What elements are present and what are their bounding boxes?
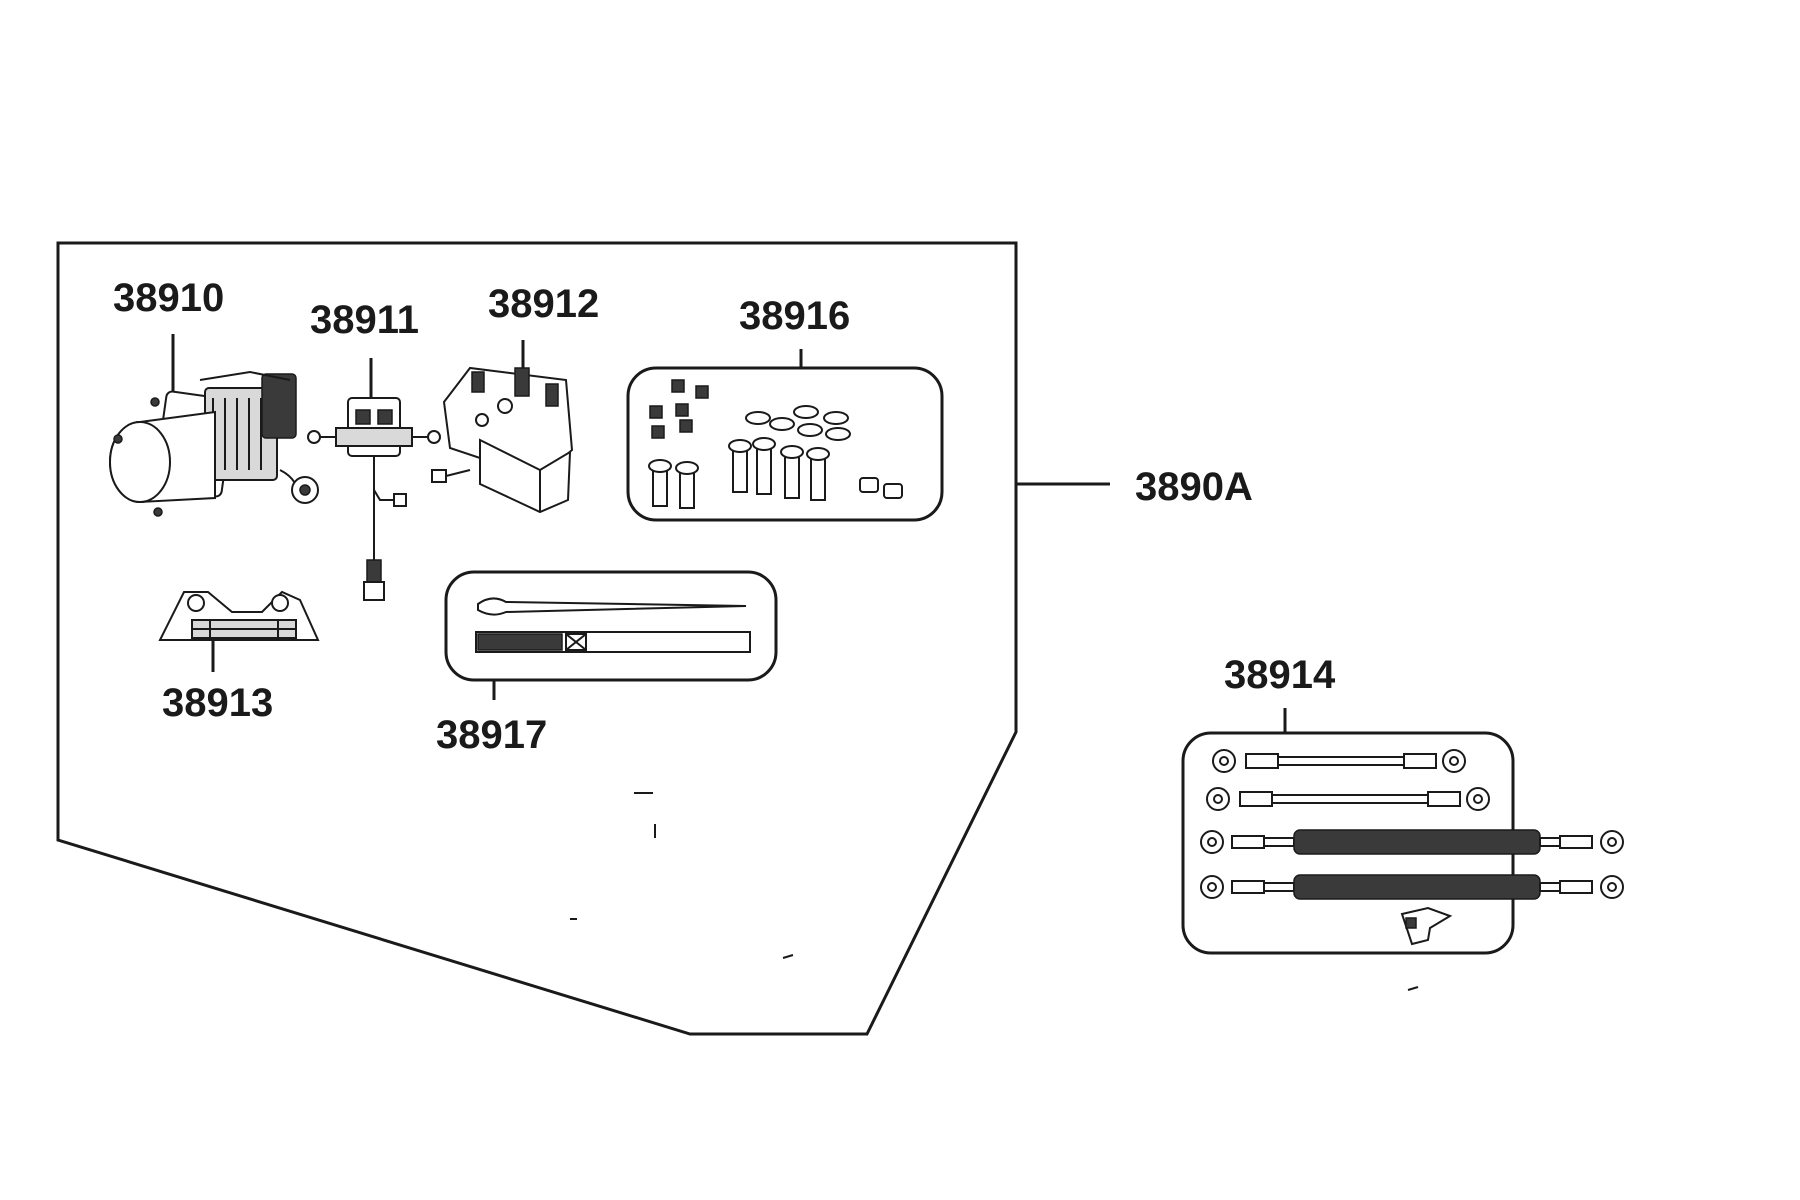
speck-mark: [782, 954, 794, 959]
battery-cable-icon[interactable]: [1200, 749, 1624, 946]
fairlead-icon[interactable]: [158, 590, 320, 641]
bolt-kit-icon[interactable]: [648, 379, 903, 509]
assembly-part-number: 3890A: [1135, 465, 1253, 509]
wire-harness-icon[interactable]: [307, 397, 441, 601]
winch-part-number[interactable]: 38910: [113, 276, 224, 320]
speck-mark: [1407, 986, 1419, 991]
solenoid-part-number[interactable]: 38912: [488, 282, 599, 326]
hardware-kit-part-number[interactable]: 38916: [739, 294, 850, 338]
cable-kit-part-number[interactable]: 38914: [1224, 653, 1336, 697]
solenoid-icon[interactable]: [431, 366, 574, 514]
wire-harness-part-number[interactable]: 38911: [310, 298, 419, 342]
hardware-kit-box: [626, 366, 944, 522]
assembly-boundary: [56, 241, 1018, 1036]
winch-icon[interactable]: [109, 370, 319, 517]
switch-kit-part-number[interactable]: 38917: [436, 713, 547, 757]
switch-kit-box: [444, 570, 778, 682]
fairlead-part-number[interactable]: 38913: [162, 681, 273, 725]
switch-label-icon[interactable]: [475, 597, 751, 653]
